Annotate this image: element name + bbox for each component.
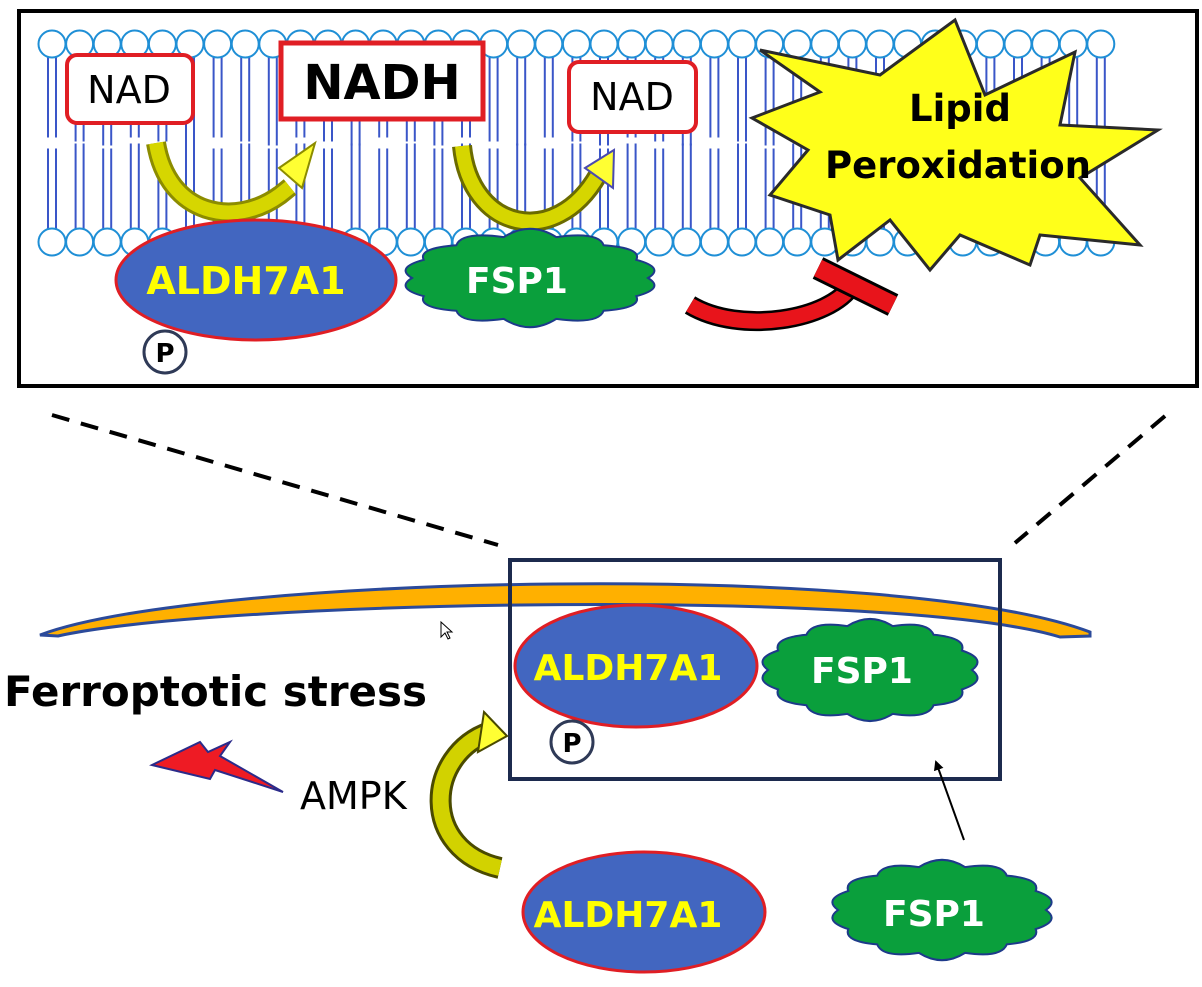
nadh-label: NADH — [303, 55, 460, 111]
lipid-head-top — [699, 29, 729, 59]
lipid-head-top — [837, 29, 867, 59]
lipid-head-top — [782, 29, 812, 59]
lipid-head-bottom — [396, 227, 426, 257]
lipid-peroxidation-starburst — [748, 17, 1163, 273]
lipid-head-top — [506, 29, 536, 59]
lipid-head-bottom — [37, 227, 67, 257]
lipid-head-top — [975, 29, 1005, 59]
translocation-arrow — [432, 724, 503, 876]
lipid-head-bottom — [699, 227, 729, 257]
aldh7a1-top-label: ALDH7A1 — [146, 259, 345, 303]
lipid-head-top — [727, 29, 757, 59]
aldh7a1-top — [114, 218, 398, 342]
nad-left-label: NAD — [87, 68, 171, 112]
fsp1-cytosol — [831, 858, 1053, 962]
translocation-arrowhead-icon — [476, 709, 509, 754]
lipid-head-top — [1086, 29, 1116, 59]
lipid-head-top — [534, 29, 564, 59]
peroxidation-label: Peroxidation — [825, 144, 1091, 187]
nadh-box: NADH — [278, 40, 486, 122]
lipid-head-bottom — [727, 227, 757, 257]
ferroptotic-stress-label: Ferroptotic stress — [4, 667, 427, 716]
lipid-head-top — [1003, 29, 1033, 59]
fsp1-top — [404, 227, 656, 329]
fsp1-top-label: FSP1 — [466, 261, 568, 302]
phosphate-membrane-icon — [549, 719, 595, 765]
lipid-head-top — [230, 29, 260, 59]
zoom-source-frame — [508, 558, 1002, 781]
lipid-head-top — [865, 29, 895, 59]
lipid-head-top — [203, 29, 233, 59]
lipid-head-top — [644, 29, 674, 59]
phosphate-membrane-label: P — [562, 729, 581, 759]
nad-box-left: NAD — [65, 53, 195, 125]
fsp1-recruitment-arrow — [933, 760, 965, 841]
nad-right-label: NAD — [590, 75, 674, 119]
aldh7a1-membrane — [513, 603, 759, 729]
ampk-label: AMPK — [300, 774, 408, 818]
zoom-connector-left — [51, 413, 499, 547]
inhibitor-arc — [686, 280, 859, 329]
lipid-head-top — [810, 29, 840, 59]
lipid-head-bottom — [65, 227, 95, 257]
lipid-head-bottom — [92, 227, 122, 257]
lipid-head-bottom — [782, 227, 812, 257]
lipid-head-top — [589, 29, 619, 59]
lipid-head-top — [672, 29, 702, 59]
fsp1-cytosol-label: FSP1 — [883, 894, 985, 935]
lipid-head-top — [37, 29, 67, 59]
lightning-bolt-icon — [149, 739, 284, 793]
zoom-connector-right — [1013, 414, 1167, 545]
arrowhead-nadh-icon — [277, 140, 317, 190]
inhibitor-bar — [814, 259, 897, 314]
phosphate-top-label: P — [155, 339, 174, 369]
phosphate-top-icon — [142, 329, 188, 375]
aldh7a1-cytosol-label: ALDH7A1 — [534, 895, 723, 936]
lipid-head-top — [617, 29, 647, 59]
cell-membrane — [39, 582, 1092, 639]
fsp1-membrane — [761, 617, 979, 723]
arrowhead-nad-icon — [583, 148, 616, 190]
fsp1-membrane-label: FSP1 — [811, 651, 913, 692]
mouse-pointer-icon — [440, 620, 454, 640]
aldh7a1-cytosol — [521, 850, 767, 974]
lipid-head-bottom — [644, 227, 674, 257]
curved-arrow-nadh-nad — [455, 145, 605, 229]
lipid-head-top — [561, 29, 591, 59]
lipid-label: Lipid — [909, 87, 1011, 130]
lipid-head-top — [1031, 29, 1061, 59]
curved-arrow-nad-nadh — [149, 141, 295, 220]
lipid-head-bottom — [672, 227, 702, 257]
nad-box-right: NAD — [567, 60, 698, 134]
aldh7a1-membrane-label: ALDH7A1 — [534, 648, 723, 689]
lipid-head-bottom — [755, 227, 785, 257]
